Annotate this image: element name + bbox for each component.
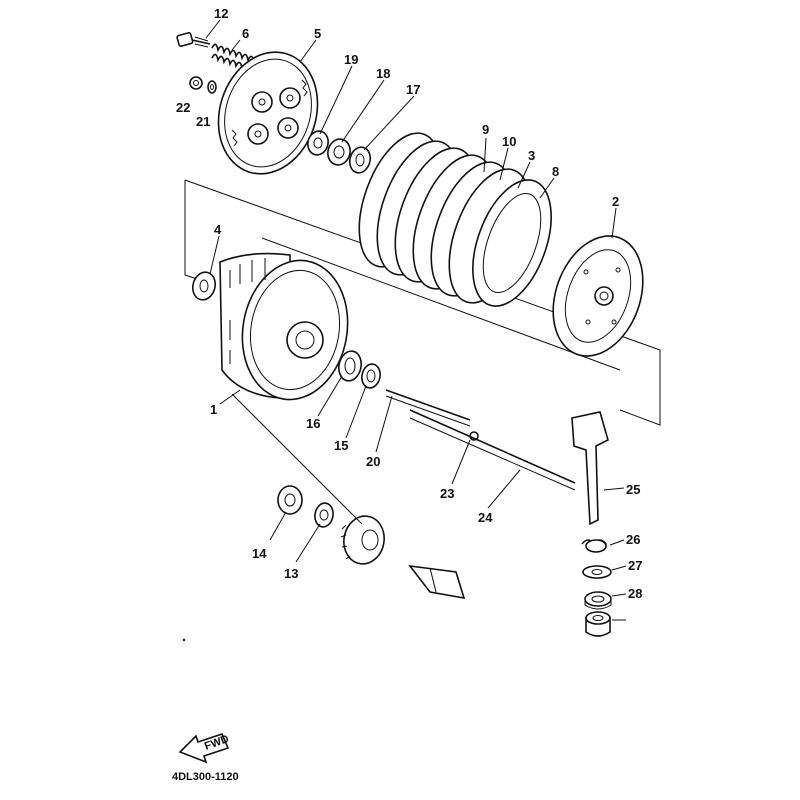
primary-gear: [340, 515, 385, 565]
oil-seal-part-27: [584, 591, 612, 610]
callout-26: 27: [628, 558, 642, 573]
thrust-washer-part-15: [337, 350, 363, 382]
callout-12: 13: [284, 566, 298, 581]
push-lever-shaft-part-24: [571, 411, 609, 526]
callout-labels: 12 6 5 19 18 17 22 21 9 10 3 8 2 4 1 16 …: [176, 6, 642, 601]
callout-16: 17: [406, 82, 420, 97]
callout-25: 26: [626, 532, 640, 547]
sleeve: [408, 564, 466, 600]
callout-19: 20: [366, 454, 380, 469]
callout-22: 23: [440, 486, 454, 501]
callout-20: 21: [196, 114, 210, 129]
callout-3: 3: [528, 148, 535, 163]
hub-part-2: [552, 235, 644, 357]
callout-9: 9: [482, 122, 489, 137]
drawing-code: 4DL300-1120: [172, 771, 239, 783]
collar-part-13: [277, 485, 303, 515]
washer-part-20: [207, 80, 217, 94]
callout-27: 28: [628, 586, 642, 601]
push-rod-part-23: [409, 409, 576, 491]
callout-2: 2: [612, 194, 619, 209]
callout-21: 22: [176, 100, 190, 115]
leader-lines: [205, 19, 627, 621]
callout-10: 10: [502, 134, 516, 149]
callout-17: 18: [376, 66, 390, 81]
bolt-part-7: [176, 32, 211, 48]
washer-part-12: [314, 502, 334, 528]
spring-part-25: [581, 539, 608, 553]
plate-stack-parts-9-10-3-8: [358, 132, 552, 307]
callout-18: 19: [344, 52, 358, 67]
callout-23: 24: [478, 510, 493, 525]
thrust-plate-part-4: [191, 271, 217, 301]
callout-7: 12: [214, 6, 228, 21]
callout-14: 15: [334, 438, 348, 453]
push-rod-part-19: [385, 389, 471, 427]
forward-arrow-icon: FWD: [178, 733, 231, 764]
washer-part-14: [361, 363, 381, 389]
callout-5: 5: [314, 26, 321, 41]
callout-15: 16: [306, 416, 320, 431]
bearing-part-28: [585, 611, 611, 637]
nut-part-17: [327, 138, 351, 166]
speck: [182, 638, 186, 642]
nut-part-21: [189, 76, 203, 90]
lock-washer-part-16: [348, 146, 372, 174]
pressure-plate-part-5: [217, 51, 319, 175]
callout-24: 25: [626, 482, 640, 497]
callout-8: 8: [552, 164, 559, 179]
callout-13: 14: [252, 546, 267, 561]
clutch-housing-part-1: [219, 252, 349, 401]
callout-4: 4: [214, 222, 222, 237]
washer-part-26: [582, 565, 612, 579]
callout-6: 6: [242, 26, 249, 41]
callout-1: 1: [210, 402, 217, 417]
